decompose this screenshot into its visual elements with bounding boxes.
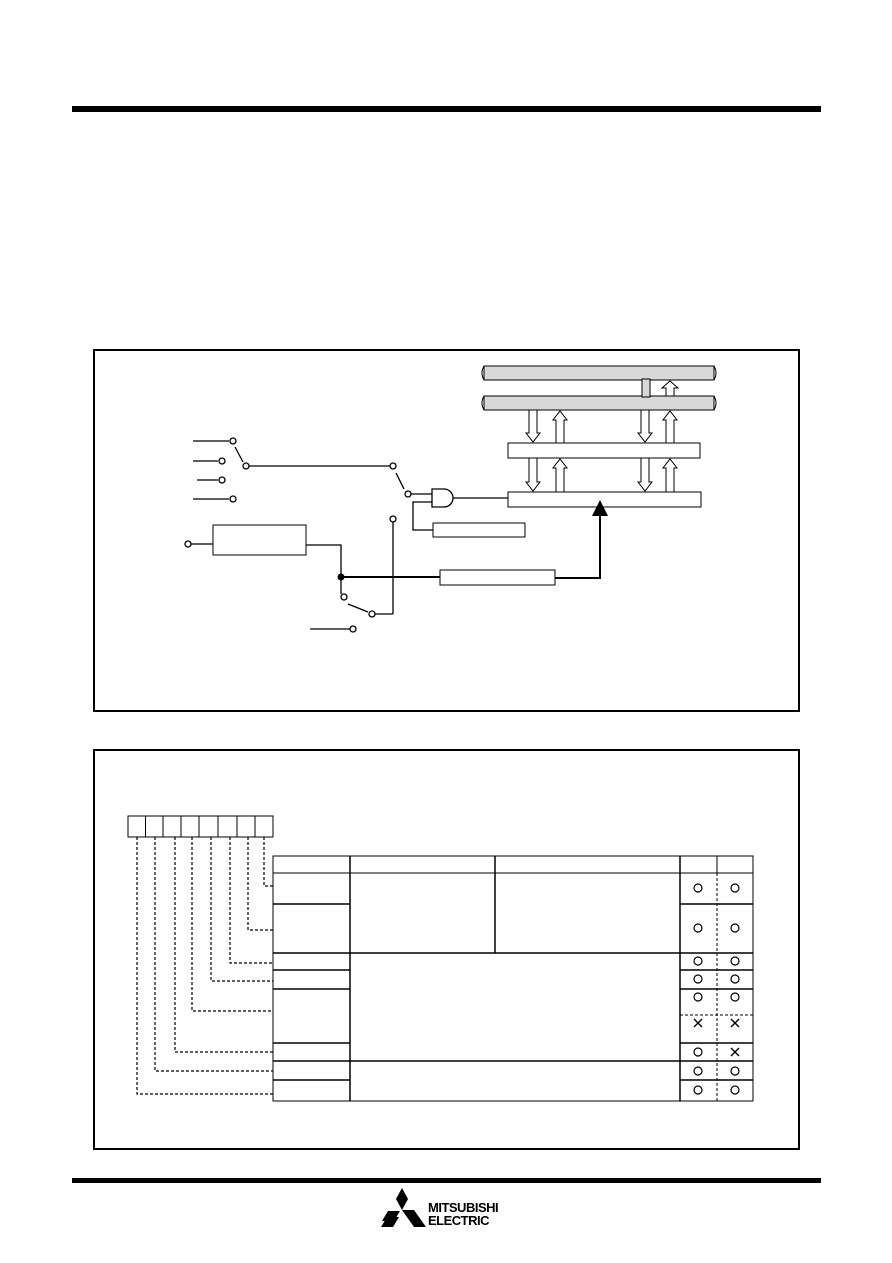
circle-mark-icon <box>730 1066 740 1076</box>
circle-mark-icon <box>693 974 703 984</box>
control-box-small <box>432 522 526 538</box>
circle-mark-icon <box>693 1047 703 1057</box>
input-block <box>212 524 307 556</box>
bit-leader-lines <box>136 837 273 1095</box>
and-gate-icon <box>431 488 454 508</box>
register-upper <box>507 442 701 459</box>
circle-mark-icon <box>693 1085 703 1095</box>
footer-rule <box>72 1178 821 1183</box>
brand-line-2: ELECTRIC <box>428 1213 490 1228</box>
circle-mark-icon <box>730 992 740 1002</box>
block-diagram-frame <box>93 349 800 712</box>
circle-mark-icon <box>693 883 703 893</box>
register-table-frame <box>93 749 800 1150</box>
circle-mark-icon <box>693 923 703 933</box>
input-selector-switch <box>193 437 432 614</box>
circle-mark-icon <box>730 923 740 933</box>
data-bus-lower <box>481 395 717 411</box>
circle-mark-icon <box>730 974 740 984</box>
circle-mark-icon <box>730 1085 740 1095</box>
lower-switch <box>310 577 393 633</box>
cross-mark-icon <box>693 1018 703 1028</box>
table-grid <box>272 855 754 1102</box>
brand-line-1: MITSUBISHI <box>428 1200 499 1215</box>
circle-mark-icon <box>693 956 703 966</box>
rw-marks <box>693 883 740 1095</box>
data-bus-upper <box>481 365 717 381</box>
bus-arrows <box>524 409 679 493</box>
up-arrow-icon <box>660 380 680 397</box>
gate-feedback <box>412 501 433 531</box>
circle-mark-icon <box>730 956 740 966</box>
circle-mark-icon <box>730 883 740 893</box>
cross-mark-icon <box>730 1018 740 1028</box>
circle-mark-icon <box>693 1066 703 1076</box>
bus-link <box>641 378 651 398</box>
circle-mark-icon <box>693 992 703 1002</box>
header-rule <box>72 106 821 112</box>
cross-mark-icon <box>730 1047 740 1057</box>
